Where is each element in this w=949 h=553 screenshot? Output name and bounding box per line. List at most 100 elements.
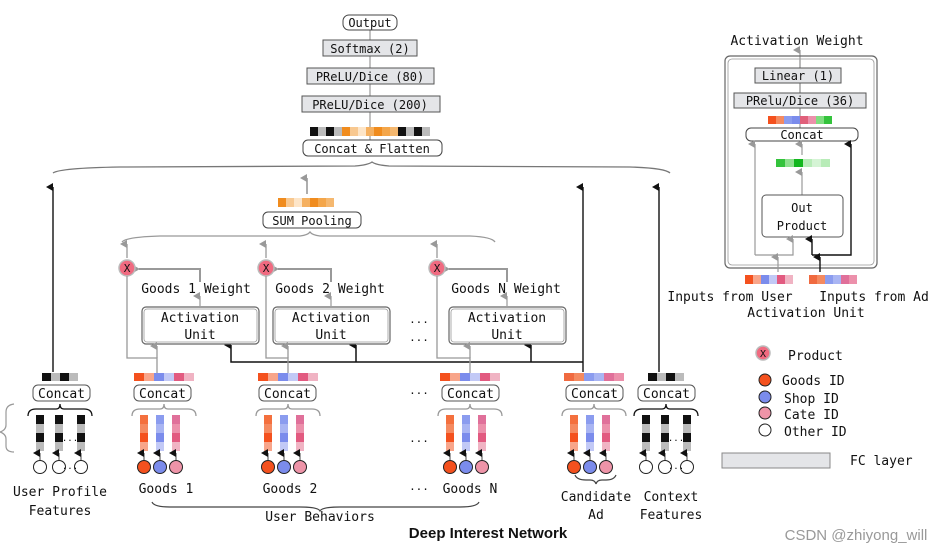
detail-concat-box: Concat <box>745 127 859 142</box>
candidate-ad-label-2: Ad <box>588 508 604 523</box>
concat-flatten-label: Concat & Flatten <box>314 142 430 156</box>
goods2-concat-vec-cell <box>278 373 288 381</box>
concat-label: Concat <box>264 387 311 402</box>
concat-box: Concat <box>133 384 192 402</box>
goods-id-icon <box>443 460 457 474</box>
embedding-cell <box>683 415 691 424</box>
pooled-cell <box>286 198 294 207</box>
flatten-cell <box>406 127 414 136</box>
detail-concat-cell <box>824 116 832 124</box>
embedding-cell <box>586 442 594 451</box>
goods1-concat-vec-cell <box>134 373 144 381</box>
diagram-title: Deep Interest Network <box>409 525 568 542</box>
softmax-label: Softmax (2) <box>330 42 409 56</box>
detail-concat-vector <box>768 116 832 124</box>
embedding-cell <box>55 442 63 451</box>
pooled-embedding-vector <box>278 198 334 207</box>
flatten-cell <box>350 127 358 136</box>
ellipsis-au-1: ... <box>409 313 429 326</box>
product-cell <box>776 159 785 167</box>
embedding-cell <box>642 424 650 433</box>
profile-concat-vec-cell <box>51 373 60 381</box>
goods2-concat-vec-cell <box>288 373 298 381</box>
embedding-cell <box>661 424 669 433</box>
embedding-brace <box>27 403 93 417</box>
embedding-cell <box>77 424 85 433</box>
other-id-icon <box>74 460 88 474</box>
embedding-to-product-line <box>436 276 471 373</box>
goods-weight-label: Goods N Weight <box>451 282 561 297</box>
pooled-cell <box>294 198 302 207</box>
goodsn-concat-vec-cell <box>460 373 470 381</box>
goods-n-label: Goods N <box>443 482 498 497</box>
embedding-cell <box>642 442 650 451</box>
weight-to-product-arrow <box>441 264 508 282</box>
context-concat-vec-cell <box>675 373 684 381</box>
embedding-cell <box>296 415 304 424</box>
goods1-concat-vec-cell <box>154 373 164 381</box>
flatten-cell <box>374 127 382 136</box>
flatten-cell <box>310 127 318 136</box>
profile-concat-vec-cell <box>60 373 69 381</box>
detail-concat-cell <box>784 116 792 124</box>
candidate-ad-label-1: Candidate <box>561 490 632 505</box>
activation-weight-title: Activation Weight <box>730 34 863 49</box>
embedding-cell <box>570 433 578 442</box>
legend-other-id-label: Other ID <box>784 425 847 440</box>
embedding-cell <box>462 442 470 451</box>
embedding-cell <box>446 433 454 442</box>
embedding-cell <box>602 415 610 424</box>
concat-box: Concat <box>441 384 500 402</box>
prelu200-label: PReLU/Dice (200) <box>312 98 428 112</box>
user-behaviors-brace <box>151 501 480 513</box>
ad-concat-vec-cell <box>564 373 574 381</box>
embedding-cell <box>683 442 691 451</box>
concat-flatten-box: Concat & Flatten <box>302 139 443 157</box>
embedding-brace <box>255 403 321 417</box>
embedding-cell <box>478 415 486 424</box>
embedding-brace <box>131 403 197 417</box>
goodsn-concat-vec-cell <box>480 373 490 381</box>
prelu200-layer: PReLU/Dice (200) <box>301 95 441 113</box>
embedding-cell <box>280 415 288 424</box>
embedding-cell <box>661 433 669 442</box>
legend: X Product Goods ID Shop ID Cate ID Other… <box>721 345 913 469</box>
user-input-vector <box>745 275 793 284</box>
flatten-cell <box>358 127 366 136</box>
softmax-layer: Softmax (2) <box>322 39 418 57</box>
profile-concat-vec-cell <box>42 373 51 381</box>
user-behaviors-label: User Behaviors <box>265 510 375 525</box>
embedding-cell <box>36 415 44 424</box>
shop-id-icon <box>459 460 473 474</box>
user-profile-label-1: User Profile <box>13 485 107 500</box>
flatten-cell <box>390 127 398 136</box>
sum-pooling-box: SUM Pooling <box>262 211 362 229</box>
embedding-cell <box>683 424 691 433</box>
embedding-cell <box>642 433 650 442</box>
ellipsis-ids: ... <box>62 462 78 472</box>
ellipsis-concat: ... <box>409 384 429 397</box>
other-id-icon <box>52 460 66 474</box>
other-id-icon <box>658 460 672 474</box>
profile-concat-vec-cell <box>69 373 78 381</box>
legend-other-id-icon <box>758 423 772 437</box>
other-id-icon <box>680 460 694 474</box>
weight-to-product-arrow <box>270 264 332 282</box>
pooling-brace <box>121 230 496 243</box>
inputs-from-ad-label: Inputs from Ad <box>819 290 929 305</box>
prelu80-layer: PReLU/Dice (80) <box>306 67 435 85</box>
goods2-concat-vec-cell <box>308 373 318 381</box>
ad-input-cell <box>809 275 817 284</box>
embedding-cell <box>602 433 610 442</box>
goodsn-feature-group: Concat <box>437 373 503 474</box>
prelu36-layer: PRelu/Dice (36) <box>733 92 867 109</box>
goods1-concat-vec-cell <box>174 373 184 381</box>
embedding-cell <box>602 424 610 433</box>
shop-id-icon <box>277 460 291 474</box>
ad-input-cell <box>849 275 857 284</box>
goods-1-label: Goods 1 <box>139 482 194 497</box>
